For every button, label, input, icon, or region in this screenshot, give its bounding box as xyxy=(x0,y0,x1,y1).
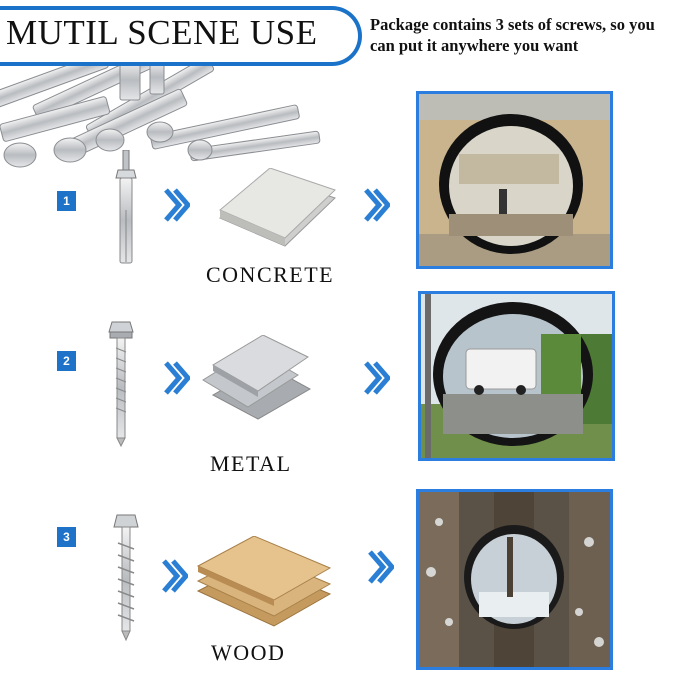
chevron-right-icon xyxy=(364,361,390,395)
mirror-on-concrete-wall-photo xyxy=(416,91,613,269)
chevron-right-icon xyxy=(368,550,394,584)
wood-boards-icon xyxy=(196,536,332,627)
material-label: CONCRETE xyxy=(206,262,335,287)
screw-pile-image xyxy=(0,60,321,168)
step-number-badge: 2 xyxy=(57,351,76,371)
mirror-on-tree-photo xyxy=(416,489,613,670)
concrete-slab-icon xyxy=(219,168,336,247)
page-title: MUTIL SCENE USE xyxy=(6,13,318,52)
step-number-badge: 3 xyxy=(57,527,76,547)
lag-screw-icon xyxy=(113,514,139,641)
title-banner: MUTIL SCENE USE xyxy=(0,6,362,66)
step-number-badge: 1 xyxy=(57,191,76,211)
chevron-right-icon xyxy=(364,188,390,222)
self-drilling-screw-icon xyxy=(108,321,134,448)
material-label: WOOD xyxy=(211,640,286,665)
chevron-right-icon xyxy=(164,188,190,222)
material-label: METAL xyxy=(210,451,292,476)
mirror-on-metal-pole-photo xyxy=(418,291,615,461)
expansion-anchor-bolt-icon xyxy=(115,150,137,264)
chevron-right-icon xyxy=(162,559,188,593)
metal-plate-icon xyxy=(202,335,312,420)
chevron-right-icon xyxy=(164,361,190,395)
package-description: Package contains 3 sets of screws, so yo… xyxy=(370,15,655,55)
